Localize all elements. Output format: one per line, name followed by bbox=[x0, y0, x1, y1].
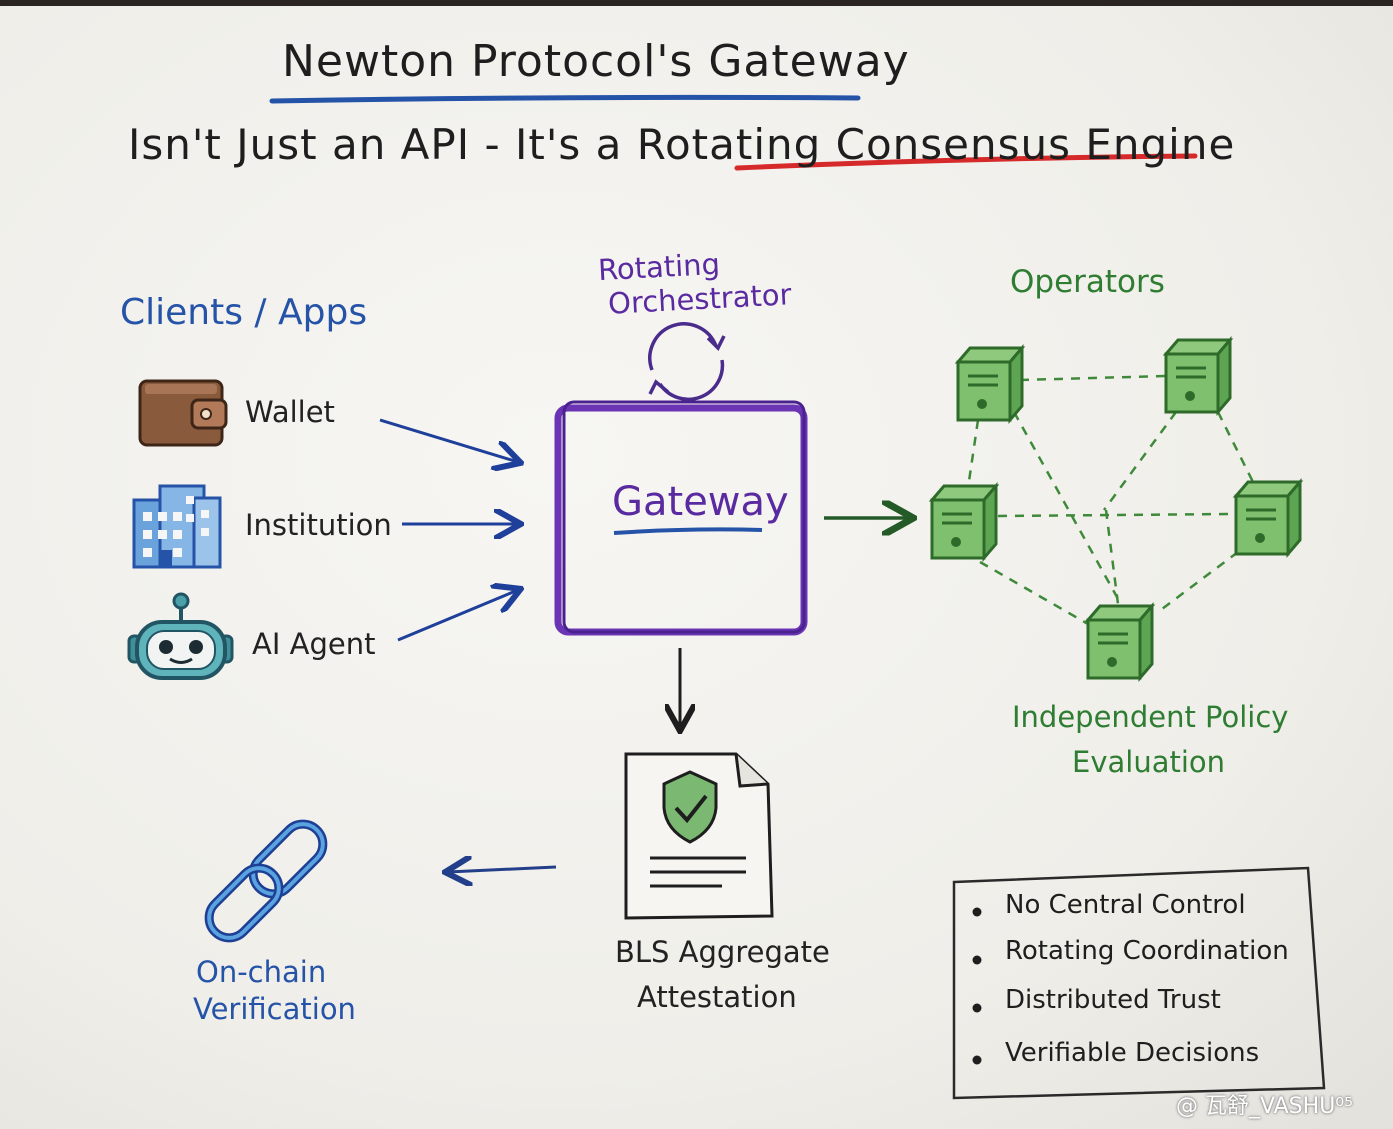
engine-underline bbox=[734, 153, 1198, 171]
attestation-label-line2: Attestation bbox=[637, 980, 797, 1014]
rotate-icon bbox=[648, 322, 726, 402]
client-wallet-label: Wallet bbox=[245, 395, 335, 429]
arrow-attestation-to-onchain bbox=[448, 867, 557, 872]
operators-caption-line1: Independent Policy bbox=[1012, 700, 1289, 734]
server-icon bbox=[928, 335, 1304, 683]
clients-heading: Clients / Apps bbox=[120, 292, 368, 333]
features-box bbox=[952, 866, 1326, 1100]
photo-top-edge bbox=[0, 0, 1393, 6]
arrow-agent-to-gateway bbox=[397, 590, 518, 642]
feature-item: Rotating Coordination bbox=[1005, 936, 1289, 966]
subtitle-highlight: Rotating Consensus Engine bbox=[636, 120, 1236, 169]
operator-network-links bbox=[966, 374, 1256, 626]
gateway-label: Gateway bbox=[612, 479, 789, 525]
wallet-icon bbox=[138, 379, 228, 447]
feature-item: No Central Control bbox=[1005, 890, 1246, 920]
robot-icon bbox=[127, 592, 234, 680]
watermark: @ 瓦舒_VASHU⁰⁵ bbox=[1176, 1094, 1353, 1119]
page-title: Newton Protocol's Gateway bbox=[282, 36, 910, 87]
chain-link-icon bbox=[204, 819, 328, 943]
operators-heading: Operators bbox=[1010, 264, 1165, 300]
title-underline bbox=[269, 94, 861, 104]
onchain-label-line2: Verification bbox=[193, 992, 356, 1026]
building-icon bbox=[132, 484, 222, 569]
onchain-label-line1: On-chain bbox=[196, 955, 327, 989]
feature-item: Verifiable Decisions bbox=[1005, 1038, 1260, 1068]
feature-item: Distributed Trust bbox=[1005, 985, 1221, 1015]
arrow-wallet-to-gateway bbox=[379, 418, 518, 462]
client-institution-label: Institution bbox=[245, 508, 392, 542]
page-subtitle: Isn't Just an API - It's a Rotating Cons… bbox=[128, 120, 1235, 169]
client-ai-agent-label: AI Agent bbox=[252, 627, 376, 661]
subtitle-prefix: Isn't Just an API - It's a bbox=[128, 120, 637, 169]
gateway-box bbox=[554, 400, 808, 636]
document-shield-icon bbox=[624, 752, 774, 920]
attestation-label-line1: BLS Aggregate bbox=[615, 935, 830, 969]
operators-caption-line2: Evaluation bbox=[1072, 745, 1226, 779]
